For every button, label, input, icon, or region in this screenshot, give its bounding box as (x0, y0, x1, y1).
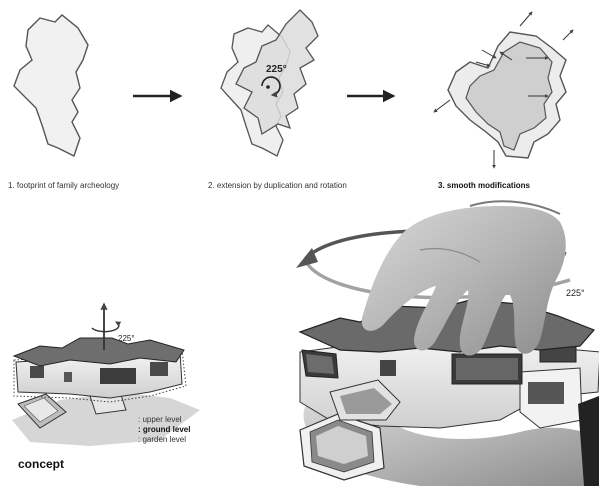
step1-caption: 1. footprint of family archeology (8, 181, 119, 190)
footprint-step3 (434, 12, 573, 168)
step2-caption: 2. extension by duplication and rotation (208, 181, 347, 190)
rotation-angle-step2: 225° (266, 64, 287, 75)
concept-label: concept (18, 457, 64, 471)
legend-garden-level: : garden level (138, 435, 190, 445)
footprint-step1 (14, 15, 88, 156)
rotation-angle-photo: 225° (566, 288, 585, 298)
step3-caption: 3. smooth modifications (438, 181, 530, 190)
level-legend: : upper level : ground level : garden le… (138, 415, 190, 445)
footprint-step2: 225° (221, 10, 318, 156)
hand-model-photo: 225° (296, 201, 599, 486)
legend-upper-level: : upper level (138, 415, 190, 425)
rotation-angle-concept: 225° (118, 334, 135, 343)
legend-ground-level: : ground level (138, 425, 190, 435)
